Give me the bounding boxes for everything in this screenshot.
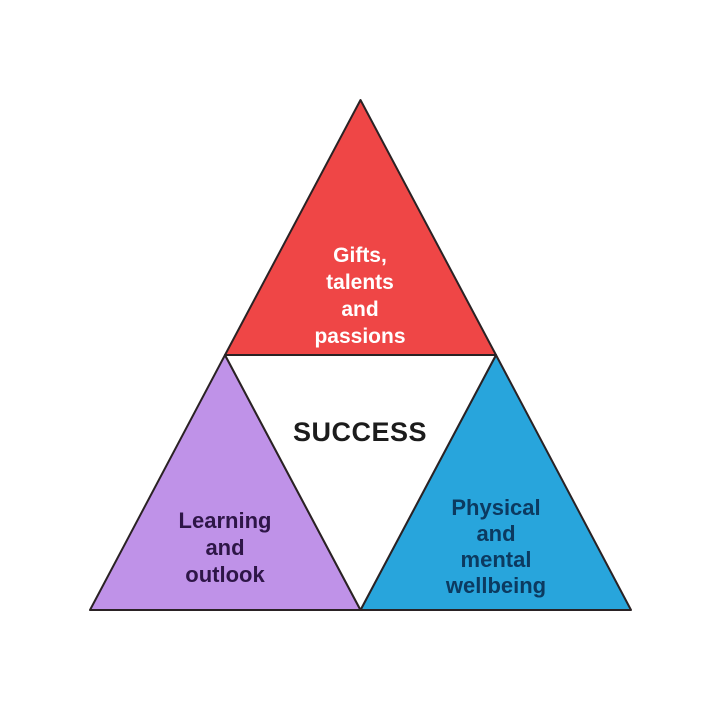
bottom-left-triangle-label: Learning and outlook [179,508,272,587]
bottom-right-label-line-1: Physical [451,495,540,520]
top-triangle-label: Gifts, talents and passions [314,244,405,348]
top-label-line-3: and [341,298,378,321]
bottom-right-label-line-4: wellbeing [445,573,546,598]
bottom-right-label-line-2: and [476,521,515,546]
center-success-label: SUCCESS [293,417,427,447]
center-triangle-shape [224,354,497,611]
bottom-right-triangle-label: Physical and mental wellbeing [445,495,546,598]
top-label-line-2: talents [326,271,394,294]
bottom-left-label-line-3: outlook [185,562,265,587]
bottom-left-label-line-2: and [205,535,244,560]
bottom-right-label-line-3: mental [461,547,532,572]
top-label-line-1: Gifts, [333,244,387,267]
top-label-line-4: passions [314,325,405,348]
bottom-left-label-line-1: Learning [179,508,272,533]
